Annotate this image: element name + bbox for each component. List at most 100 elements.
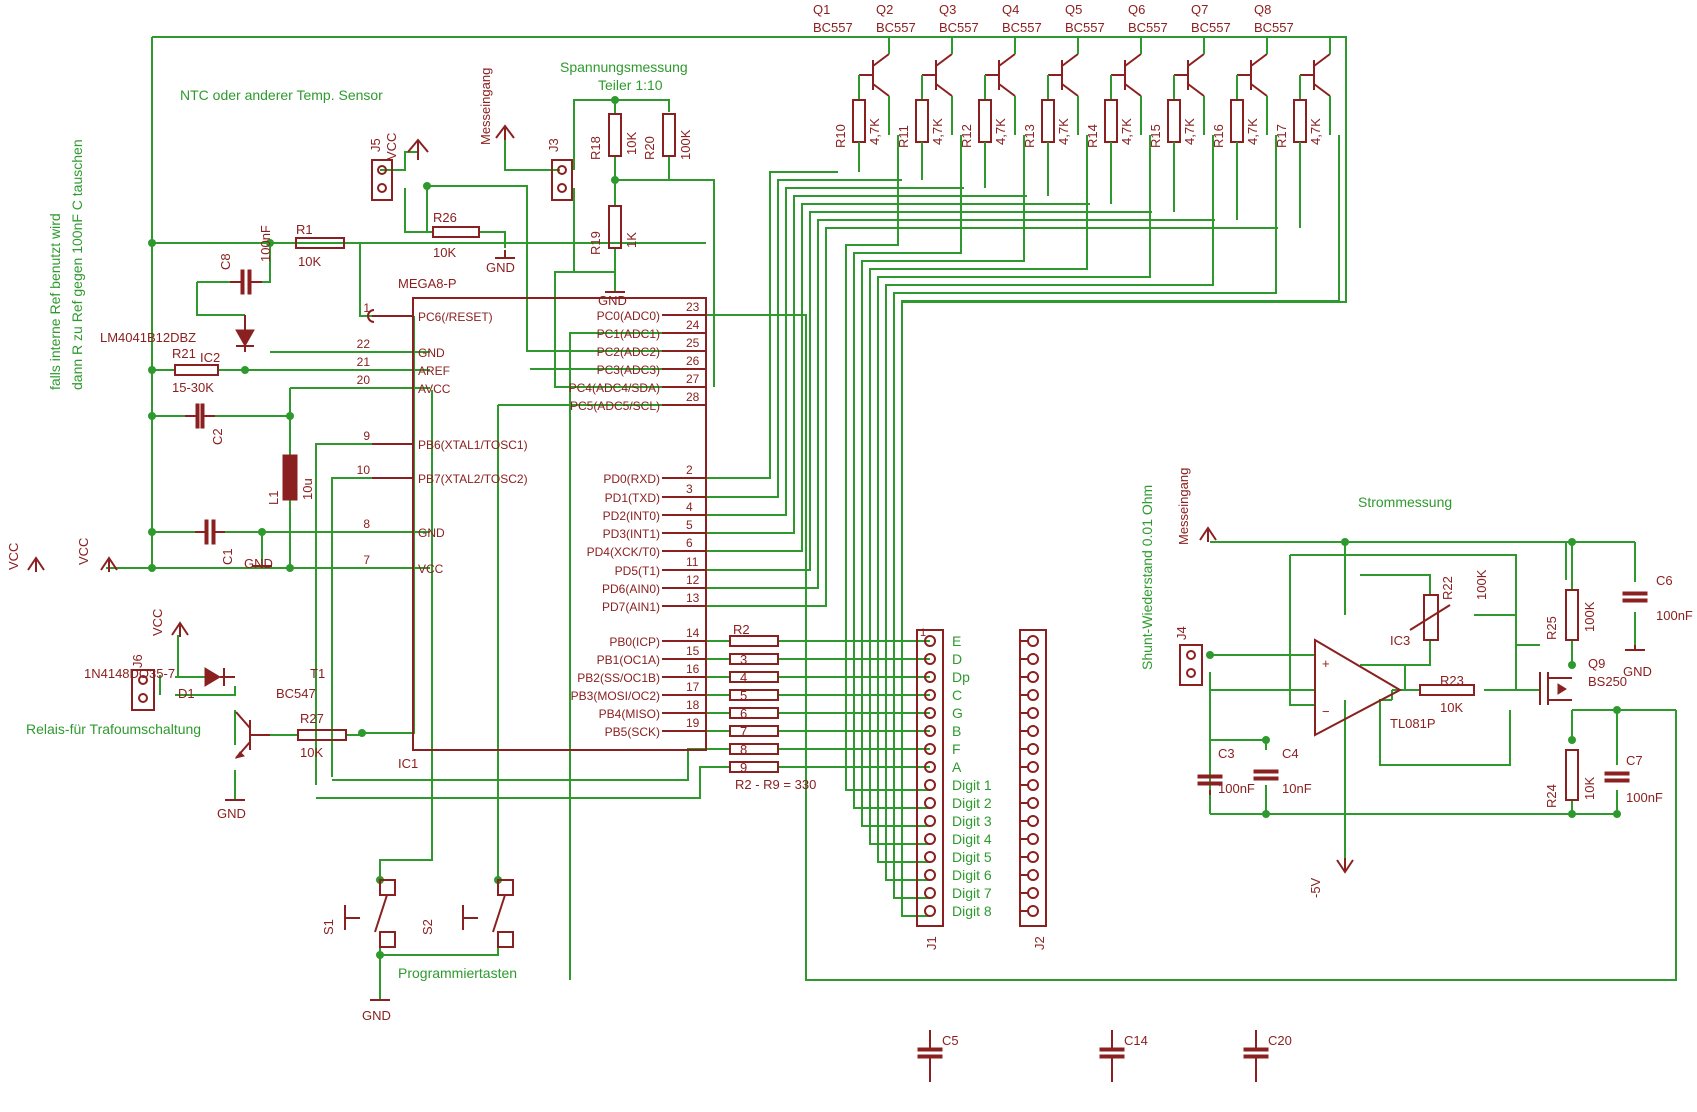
r23-value: 10K <box>1440 700 1463 715</box>
j1-pin-label: Digit 1 <box>952 777 992 793</box>
j2-pin <box>1027 833 1039 845</box>
note-programmiertasten: Programmiertasten <box>398 965 517 981</box>
program-switches: S1 S2 <box>321 879 514 948</box>
j6-ref: J6 <box>130 654 145 668</box>
segment-resistor-ref: 7 <box>740 724 747 739</box>
ic1-left-pin-label: GND <box>418 346 445 360</box>
opamp-plus: + <box>1322 656 1330 671</box>
j1-pin <box>924 779 936 791</box>
j1-pin <box>924 671 936 683</box>
neg5-label: -5V <box>1308 877 1323 898</box>
note-teiler: Teiler 1:10 <box>598 77 663 93</box>
ic1-left-pin-label: GND <box>418 526 445 540</box>
transistor-collector <box>1061 83 1079 97</box>
ic1-right-pin-label: PD2(INT0) <box>603 509 660 523</box>
c6-ref: C6 <box>1656 573 1673 588</box>
base-resistor-body <box>978 99 992 143</box>
c2-ref: C2 <box>210 428 225 445</box>
note-relais: Relais-für Trafoumschaltung <box>26 721 201 737</box>
gnd-label-t1: GND <box>217 806 246 821</box>
r23-ref: R23 <box>1440 673 1464 688</box>
j1-pin <box>924 761 936 773</box>
j1-pin-label: Dp <box>952 669 970 685</box>
j1-header <box>916 629 944 927</box>
c4-ref: C4 <box>1282 746 1299 761</box>
transistor-type: BC557 <box>813 20 853 35</box>
vcc-label-left: VCC <box>6 543 21 570</box>
r21-resistor: R21 15-30K <box>172 346 219 395</box>
s2-ref: S2 <box>420 919 435 935</box>
ic1-right-pin-number: 25 <box>686 336 700 350</box>
ic1-left-pin-label: AREF <box>418 364 450 378</box>
current-measurement: + − J4 IC3 TL081P R23 10K R22 100K R25 1… <box>1174 569 1693 808</box>
segment-resistor-body <box>729 743 779 755</box>
j1-pin-label: Digit 3 <box>952 813 992 829</box>
gnd-label-switches: GND <box>362 1008 391 1023</box>
transistor-emitter <box>1187 53 1205 67</box>
ic1-right-pin-number: 11 <box>686 555 699 569</box>
ic1-left-pins: 1PC6(/RESET)22GND21AREF20AVCC9PB6(XTAL1/… <box>357 301 528 576</box>
note-spannungsmessung: Spannungsmessung <box>560 59 688 75</box>
j3-ref: J3 <box>546 138 561 152</box>
l1-value: 10u <box>300 478 315 500</box>
ic1-right-pin-label: PB3(MOSI/OC2) <box>571 689 660 703</box>
ic1-right-pin-number: 18 <box>686 698 700 712</box>
transistor-ref: Q3 <box>939 2 956 17</box>
ic1-left-pin-number: 21 <box>357 355 371 369</box>
ic1-right-pin-label: PC3(ADC3) <box>597 363 660 377</box>
r26-ref: R26 <box>433 210 457 225</box>
ic1-part-label: MEGA8-P <box>398 276 457 291</box>
ic1-right-pin-number: 5 <box>686 518 693 532</box>
c8-ref: C8 <box>218 253 233 270</box>
l1-inductor: L1 10u <box>266 454 315 505</box>
base-resistor-value: 4,7K <box>1308 118 1323 145</box>
r22-ref: R22 <box>1440 576 1455 600</box>
r1-resistor: R1 10K <box>295 222 345 269</box>
j1-pin <box>924 833 936 845</box>
ic1-right-pin-number: 17 <box>686 680 700 694</box>
ic1-right-pin-label: PC2(ADC2) <box>597 345 660 359</box>
base-resistor-ref: R16 <box>1211 124 1226 148</box>
j4-ref: J4 <box>1174 626 1189 640</box>
r24-ref: R24 <box>1544 784 1559 808</box>
j1-pin <box>924 905 936 917</box>
base-resistor-value: 4,7K <box>930 118 945 145</box>
transistor-collector <box>1187 83 1205 97</box>
j2-pin <box>1027 635 1039 647</box>
transistor-type: BC557 <box>876 20 916 35</box>
j1-pin <box>924 887 936 899</box>
j2-pin <box>1027 797 1039 809</box>
ic1-left-pin-label: PB7(XTAL2/TOSC2) <box>418 472 528 486</box>
r25-ref: R25 <box>1544 616 1559 640</box>
gnd-label-c1: GND <box>244 556 273 571</box>
ic1-right-pins: 23PC0(ADC0)24PC1(ADC1)25PC2(ADC2)26PC3(A… <box>569 300 706 739</box>
ic1-right-pin-label: PD0(RXD) <box>603 472 660 486</box>
c3-value: 100nF <box>1218 781 1255 796</box>
segment-resistor-body <box>729 671 779 683</box>
base-resistor-value: 4,7K <box>1119 118 1134 145</box>
r22-value: 100K <box>1474 569 1489 600</box>
ic1-left-pin-label: VCC <box>418 562 444 576</box>
c7-value: 100nF <box>1626 790 1663 805</box>
ic1-left-pin-number: 10 <box>357 463 371 477</box>
c1-ref: C1 <box>220 548 235 565</box>
segment-resistor-ref: 4 <box>740 670 747 685</box>
ic1-right-pin-number: 16 <box>686 662 700 676</box>
power-symbols <box>27 124 1645 1001</box>
j1-pin-label: F <box>952 741 961 757</box>
transistor-collector <box>1124 83 1142 97</box>
ic1-right-pin-number: 4 <box>686 500 693 514</box>
ic1-right-pin-label: PC5(ADC5/SCL) <box>570 399 660 413</box>
transistor-ref: Q2 <box>876 2 893 17</box>
ic1-right-pin-label: PD6(AIN0) <box>602 582 660 596</box>
ic1-right-pin-label: PC1(ADC1) <box>597 327 660 341</box>
relay-driver: J6 1N4148DO35-7 D1 T1 BC547 R27 10K <box>84 654 347 760</box>
c5-ref: C5 <box>942 1033 959 1048</box>
gnd-label-r26: GND <box>486 260 515 275</box>
r20-ref: R20 <box>642 136 657 160</box>
j2-pin <box>1027 851 1039 863</box>
j1-pin-label: C <box>952 687 962 703</box>
j1-pin <box>924 707 936 719</box>
